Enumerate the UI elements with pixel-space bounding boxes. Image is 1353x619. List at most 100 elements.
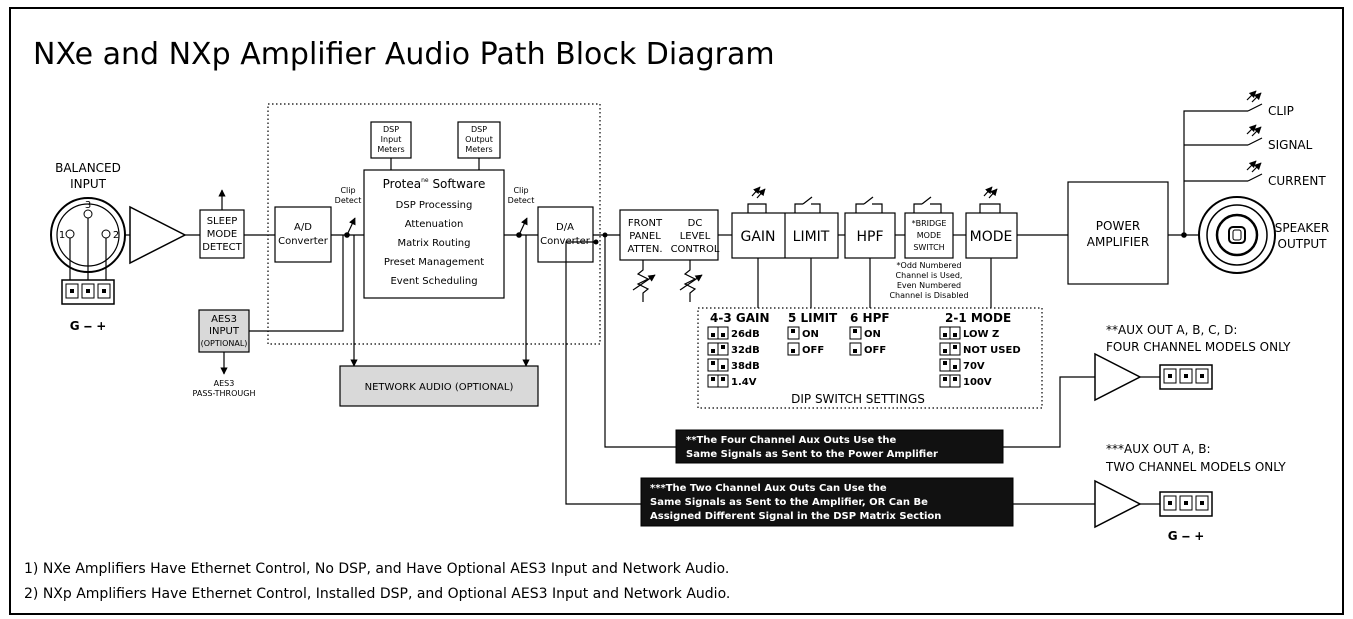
aes3-label-1: AES3 [211,314,237,325]
dip-switch-icon [707,326,729,340]
power-amp-1: POWER [1096,219,1140,233]
signal-led-icon [1246,124,1263,146]
footnote-1: 1) NXe Amplifiers Have Ethernet Control,… [24,561,729,577]
da-label-1: D/A [556,222,574,233]
dc-level-pot-icon [679,260,703,302]
front-panel-1: FRONT [628,218,663,229]
gain-led-icon [747,186,767,213]
aux-two-title-1: ***AUX OUT A, B: [1106,442,1211,456]
dip-limit-option: ON [802,329,819,340]
aes3-pass-label-2: PASS-THROUGH [193,389,256,398]
limit-switch-icon [794,196,821,213]
protea-item: Event Scheduling [390,276,477,287]
bridge-note-line: Channel is Disabled [889,291,968,300]
dip-gain-option: 38dB [731,361,760,372]
clip-led-icon [1246,90,1263,112]
dip-gain-title: 4-3 GAIN [710,311,770,325]
dc-level-3: CONTROL [671,244,720,255]
clip-detect-2-label-2: Detect [508,196,535,205]
indicator-label-signal: SIGNAL [1268,138,1313,152]
power-amp-2: AMPLIFIER [1087,235,1149,249]
dip-mode-title: 2-1 MODE [945,311,1011,325]
aux-two-title-2: TWO CHANNEL MODELS ONLY [1105,460,1286,474]
dip-mode-option: 70V [963,361,985,372]
dip-switch-icon [707,374,729,388]
sleep-label-1: SLEEP [207,216,238,227]
bridge-note-line: *Odd Numbered [897,261,962,270]
power-amplifier-block [1067,181,1169,285]
aux-two-note-2: Same Signals as Sent to the Amplifier, O… [650,497,928,508]
mode-block [965,212,1018,259]
balanced-input-label-2: INPUT [70,177,107,191]
network-audio-block [339,365,539,407]
dip-switch-icon [707,342,729,356]
dsp-output-meters-block [457,121,501,159]
aux-four-amp [1094,352,1142,402]
dip-gain-group: 4-3 GAIN 26dB 32dB 38dB 1.4V [707,311,770,388]
aux-four-title-2: FOUR CHANNEL MODELS ONLY [1106,340,1291,354]
dip-mode-group: 2-1 MODE LOW Z NOT USED 70V 100V [939,311,1021,388]
protea-suffix: Software [429,177,486,191]
dip-switch-icon [849,326,862,340]
bridge-label-3: SWITCH [913,243,944,252]
indicator-label-clip: CLIP [1268,104,1294,118]
dip-limit-title: 5 LIMIT [788,311,838,325]
bridge-label-1: *BRIDGE [912,219,947,228]
dip-switch-icon [707,358,729,372]
dip-switch-icon [939,342,961,356]
protea-item: DSP Processing [396,200,473,211]
dip-switch-icon [849,342,862,356]
bridge-note-line: Even Numbered [897,281,961,290]
footnote-2: 2) NXp Amplifiers Have Ethernet Control,… [24,586,730,602]
ad-label-1: A/D [294,222,312,233]
sleep-mode-detect-block [199,209,245,259]
ad-converter-block [274,206,332,263]
protea-superscript: ne [421,177,429,184]
dip-hpf-option: OFF [864,345,886,356]
speaker-output-2: OUTPUT [1278,237,1328,251]
aes3-pass-label-1: AES3 [214,379,235,388]
aux-four-title-1: **AUX OUT A, B, C, D: [1106,323,1237,337]
dsp-output-meters-1: DSP [471,125,487,134]
aux-two-note-3: Assigned Different Signal in the DSP Mat… [650,511,941,522]
sleep-label-3: DETECT [202,242,242,253]
clip-detect-2-label: Clip [513,186,528,195]
bridge-note-line: Channel is Used, [896,271,963,280]
protea-name: Protea [383,177,421,191]
protea-item: Preset Management [384,257,484,268]
dip-switch-icon [939,374,961,388]
speaker-output-1: SPEAKER [1275,221,1329,235]
bridge-mode-switch-block [904,212,954,259]
front-panel-2: PANEL [629,231,661,242]
terminal-label: G ‒ + [70,319,107,333]
input-buffer-amp [129,205,187,265]
dsp-output-meters-3: Meters [465,145,492,154]
current-led-icon [1246,160,1263,182]
dip-switch-icon [787,342,800,356]
dc-level-1: DC [688,218,703,229]
dip-mode-option: LOW Z [963,329,999,340]
dip-switch-icon [939,358,961,372]
hpf-block [844,212,896,259]
dip-gain-option: 26dB [731,329,760,340]
protea-item: Attenuation [405,219,464,230]
dip-hpf-option: ON [864,329,881,340]
dip-caption: DIP SWITCH SETTINGS [791,392,925,406]
dip-mode-option: 100V [963,377,992,388]
pin-2-label: 2 [113,230,119,241]
aux-four-note-box [675,429,1004,464]
aux-two-terminal-label: G ‒ + [1168,529,1205,543]
aux-two-note-1: ***The Two Channel Aux Outs Can Use the [650,483,887,494]
dsp-input-meters-3: Meters [377,145,404,154]
balanced-input-label: BALANCED [55,161,121,175]
aux-two-note-box [640,477,1014,527]
protea-software-block [363,169,505,299]
bridge-switch-icon [913,196,942,213]
front-panel-pot-icon [632,260,656,302]
aes3-input-block [198,309,250,353]
dip-gain-option: 1.4V [731,377,757,388]
clip-detect-1-label: Clip [340,186,355,195]
dip-hpf-group: 6 HPF ON OFF [849,311,890,356]
balanced-input: BALANCED INPUT 3 1 2 G ‒ + [50,161,126,333]
